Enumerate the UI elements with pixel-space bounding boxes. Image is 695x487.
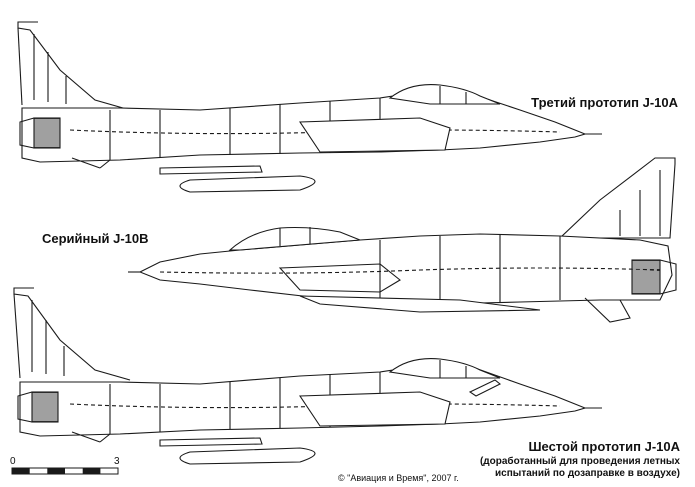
fuselage	[138, 233, 673, 305]
refuelling-probe	[468, 379, 502, 397]
tail-fin	[17, 21, 131, 111]
air-intake	[298, 117, 451, 153]
drop-tank	[179, 447, 316, 465]
label-bottom-subcaption-1: (доработанный для проведения летных	[480, 455, 680, 467]
canopy	[228, 226, 361, 251]
tail-fin	[13, 287, 131, 381]
drop-tank	[179, 175, 316, 193]
weapon-rail	[159, 437, 263, 447]
copyright-text: © "Авиация и Время", 2007 г.	[338, 473, 459, 483]
engine-nozzle	[631, 259, 661, 295]
canopy	[388, 83, 501, 105]
tail-fin	[558, 157, 676, 239]
aircraft-bottom-j10a-prototype6	[13, 287, 602, 465]
label-bottom-subcaption-2: испытаний по дозаправке в воздухе)	[495, 468, 680, 479]
label-bottom-caption: Шестой прототип J-10A	[528, 439, 680, 454]
label-top-caption: Третий прототип J-10A	[531, 95, 678, 110]
scale-end-label: 3	[114, 456, 120, 467]
weapon-rail	[159, 165, 263, 175]
air-intake	[278, 263, 401, 293]
air-intake	[298, 391, 451, 427]
aircraft-top-j10a-prototype3	[17, 21, 602, 193]
label-middle-caption: Серийный J-10B	[42, 231, 149, 246]
scale-bar: 0 3	[10, 456, 120, 475]
engine-nozzle	[31, 391, 59, 423]
canopy	[388, 357, 501, 379]
aircraft-middle-j10b	[128, 157, 677, 323]
scale-start-label: 0	[10, 456, 16, 467]
engine-nozzle	[33, 117, 61, 149]
